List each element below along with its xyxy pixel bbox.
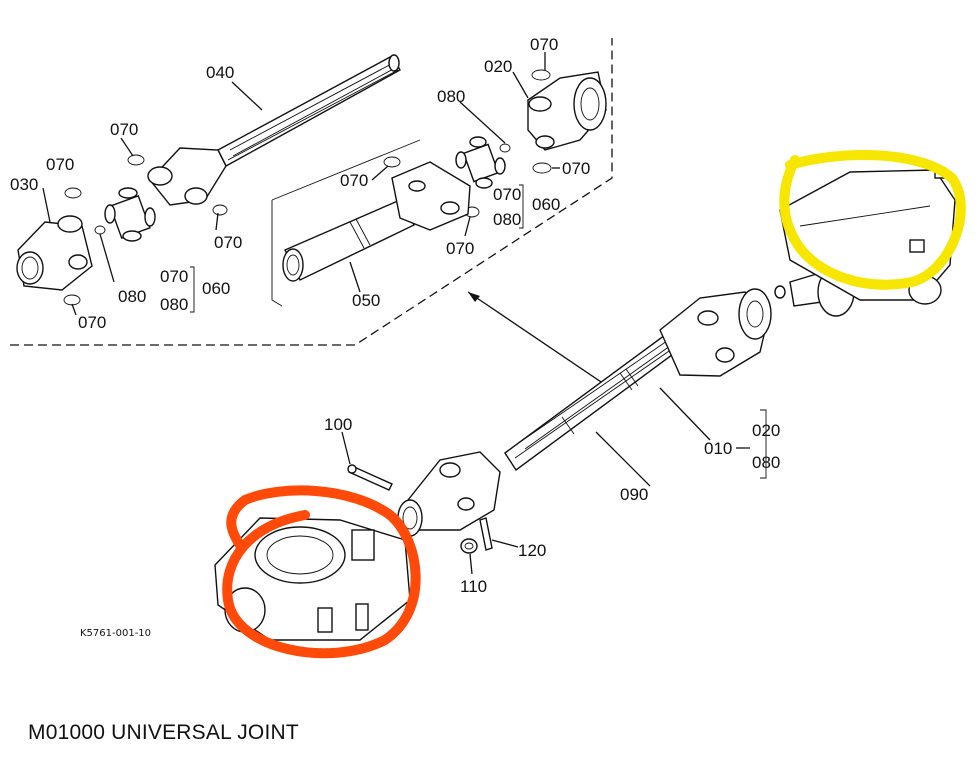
tube-050	[282, 161, 471, 282]
label-010: 010	[704, 439, 732, 458]
inset-arrow	[467, 291, 611, 389]
exploded-parts-diagram: 040 020 070 080 070 070 030 070 070 080 …	[10, 35, 966, 659]
pin-100	[347, 464, 393, 491]
label-060: 060	[532, 195, 560, 214]
label-080: 080	[752, 453, 780, 472]
label-050: 050	[352, 291, 380, 310]
gearbox-left	[214, 517, 411, 641]
label-080: 080	[160, 295, 188, 314]
label-020: 020	[752, 421, 780, 440]
main-yoke-upper	[659, 288, 772, 377]
label-070: 070	[78, 313, 106, 332]
cross-spider-right	[455, 136, 506, 189]
label-070: 070	[214, 233, 242, 252]
yoke-020-top	[527, 71, 607, 151]
cross-spider-left	[104, 187, 156, 242]
label-080: 080	[118, 287, 146, 306]
label-040: 040	[206, 63, 234, 82]
drawing-code: K5761-001-10	[80, 628, 151, 639]
yoke-030	[16, 215, 93, 291]
main-shaft-010	[504, 333, 677, 472]
leader-lines-main	[341, 387, 750, 575]
label-070: 070	[562, 159, 590, 178]
label-060: 060	[202, 279, 230, 298]
cotter-pin-120	[479, 517, 493, 551]
label-110: 110	[460, 577, 487, 596]
shaft-040	[147, 54, 401, 206]
diagram-caption: M01000 UNIVERSAL JOINT	[28, 721, 299, 744]
label-020: 020	[484, 57, 512, 76]
label-090: 090	[620, 485, 648, 504]
label-070: 070	[340, 171, 368, 190]
label-070: 070	[160, 267, 188, 286]
label-070: 070	[446, 239, 474, 258]
label-080: 080	[437, 87, 465, 106]
label-030: 030	[10, 175, 38, 194]
group-brackets	[190, 184, 767, 479]
highlight-orange-circle	[222, 485, 421, 659]
label-070: 070	[110, 120, 138, 139]
label-070: 070	[46, 155, 74, 174]
label-070: 070	[493, 185, 521, 204]
label-100: 100	[324, 415, 352, 434]
tube-050-bracket	[271, 139, 421, 307]
label-120: 120	[518, 541, 546, 560]
label-070: 070	[530, 35, 558, 54]
highlight-yellow-circle	[779, 150, 966, 290]
leader-lines-top	[42, 52, 560, 316]
label-080: 080	[493, 210, 521, 229]
inset-boundary	[10, 38, 613, 346]
washer-110	[460, 538, 478, 554]
part-labels: 040 020 070 080 070 070 030 070 070 080 …	[10, 35, 780, 639]
